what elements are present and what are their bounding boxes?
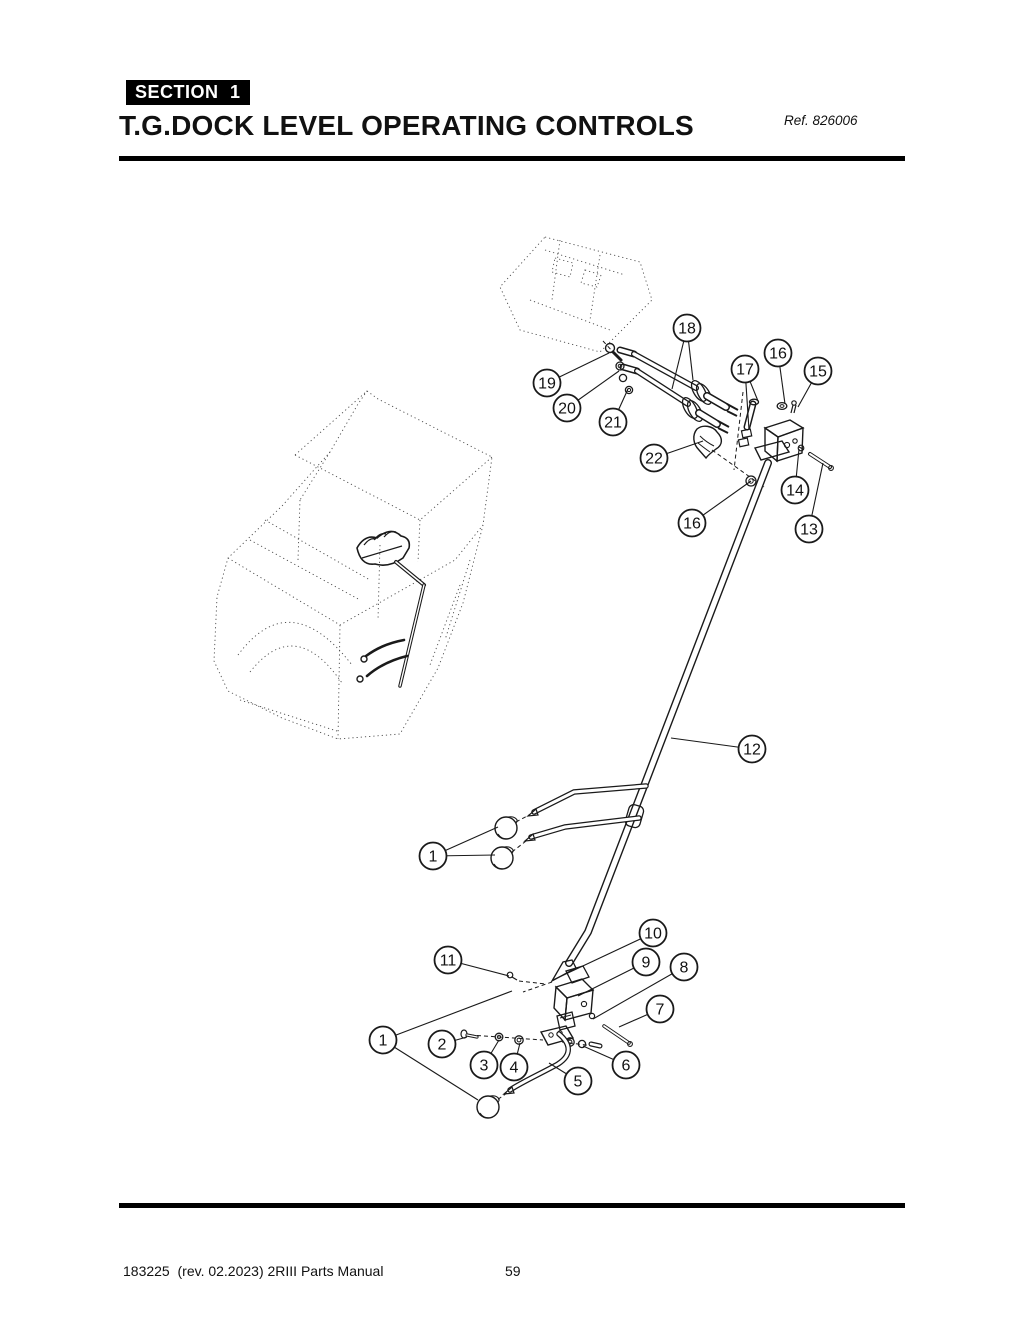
svg-text:15: 15 bbox=[809, 364, 827, 381]
callout-21: 21 bbox=[598, 407, 628, 437]
callout-6: 6 bbox=[611, 1050, 641, 1080]
svg-text:9: 9 bbox=[642, 955, 651, 972]
svg-text:13: 13 bbox=[800, 522, 818, 539]
svg-text:7: 7 bbox=[656, 1002, 665, 1019]
handles-and-knobs bbox=[490, 783, 649, 870]
installed-control-assembly bbox=[356, 530, 426, 688]
callout-3: 3 bbox=[469, 1050, 499, 1080]
svg-text:11: 11 bbox=[440, 953, 457, 970]
svg-text:19: 19 bbox=[538, 376, 556, 393]
svg-text:10: 10 bbox=[644, 926, 662, 943]
svg-text:16: 16 bbox=[683, 516, 701, 533]
callout-4: 4 bbox=[499, 1052, 529, 1082]
callout-17: 17 bbox=[730, 354, 760, 384]
svg-text:16: 16 bbox=[769, 346, 787, 363]
svg-text:17: 17 bbox=[736, 362, 754, 379]
footer-document-id: 183225 (rev. 02.2023) 2RIII Parts Manual bbox=[123, 1263, 384, 1279]
callout-22: 22 bbox=[639, 443, 669, 473]
callout-16: 16 bbox=[677, 508, 707, 538]
callout-18: 18 bbox=[672, 313, 702, 343]
svg-text:4: 4 bbox=[510, 1060, 519, 1077]
svg-text:6: 6 bbox=[622, 1058, 631, 1075]
page-title: T.G.DOCK LEVEL OPERATING CONTROLS bbox=[119, 110, 694, 141]
mount-bracket-assembly bbox=[693, 391, 834, 488]
svg-text:5: 5 bbox=[574, 1074, 583, 1091]
lower-pivot-assembly bbox=[460, 965, 633, 1119]
callout-5: 5 bbox=[563, 1066, 593, 1096]
svg-text:12: 12 bbox=[743, 742, 761, 759]
control-tube bbox=[550, 459, 772, 983]
callout-20: 20 bbox=[552, 393, 582, 423]
callout-10: 10 bbox=[638, 918, 668, 948]
gearbox-detail-dotted bbox=[499, 236, 653, 353]
callout-19: 19 bbox=[532, 368, 562, 398]
svg-text:14: 14 bbox=[786, 483, 804, 500]
callout-9: 9 bbox=[631, 947, 661, 977]
callout-8: 8 bbox=[669, 952, 699, 982]
svg-text:3: 3 bbox=[480, 1058, 489, 1075]
callout-15: 15 bbox=[803, 356, 833, 386]
svg-text:21: 21 bbox=[604, 415, 622, 432]
svg-text:18: 18 bbox=[678, 321, 696, 338]
svg-text:1: 1 bbox=[429, 849, 438, 866]
callout-12: 12 bbox=[737, 734, 767, 764]
svg-text:2: 2 bbox=[438, 1037, 447, 1054]
callout-1: 1 bbox=[418, 841, 448, 871]
callout-1: 1 bbox=[368, 1025, 398, 1055]
svg-text:22: 22 bbox=[645, 451, 663, 468]
reference-number: Ref. 826006 bbox=[784, 113, 858, 128]
callout-16: 16 bbox=[763, 338, 793, 368]
page-number: 59 bbox=[505, 1263, 521, 1279]
svg-text:8: 8 bbox=[680, 960, 689, 977]
callout-13: 13 bbox=[794, 514, 824, 544]
section-badge: SECTION 1 bbox=[126, 80, 250, 105]
svg-text:20: 20 bbox=[558, 401, 576, 418]
control-rods bbox=[602, 340, 739, 434]
callout-7: 7 bbox=[645, 994, 675, 1024]
machine-outline-dotted bbox=[213, 390, 493, 740]
svg-text:1: 1 bbox=[379, 1033, 388, 1050]
callout-11: 11 bbox=[433, 945, 463, 975]
callout-14: 14 bbox=[780, 475, 810, 505]
footer-rule bbox=[119, 1203, 905, 1208]
header-rule bbox=[119, 156, 905, 161]
callout-2: 2 bbox=[427, 1029, 457, 1059]
